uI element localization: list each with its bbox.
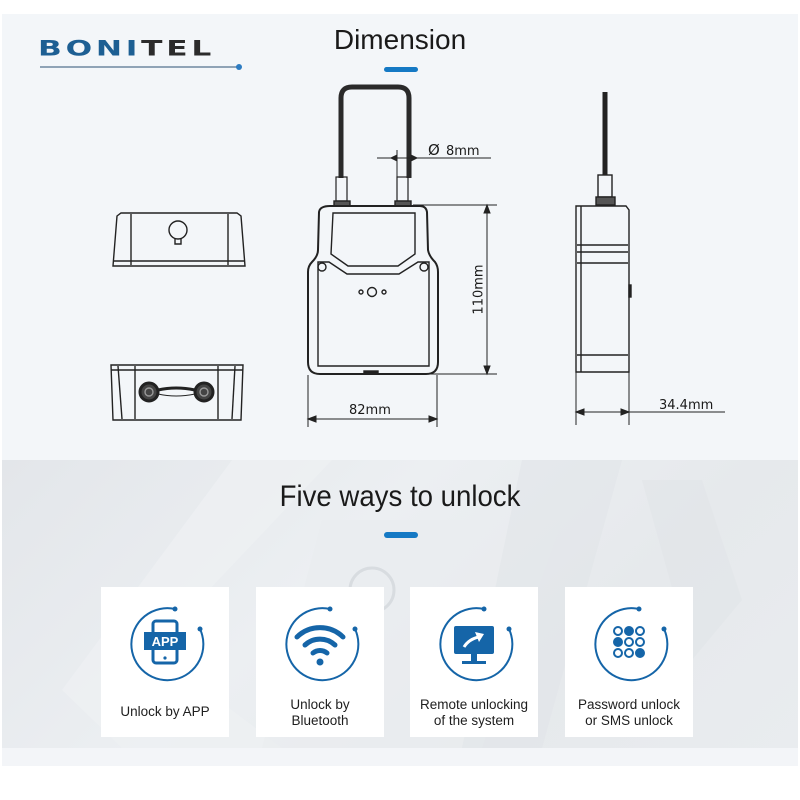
bottom-view bbox=[110, 364, 244, 421]
lock-technical-drawing bbox=[110, 84, 725, 427]
card-label-line2: or SMS unlock bbox=[585, 713, 673, 728]
width-label: 82mm bbox=[349, 403, 391, 418]
card-label-line1: Unlock by bbox=[290, 697, 350, 712]
card-label: Unlock by APP bbox=[120, 704, 210, 719]
brand-logo: BONITEL bbox=[38, 36, 244, 72]
logo-dot bbox=[236, 64, 242, 70]
unlock-card-app[interactable]: APP Unlock by APP bbox=[101, 587, 229, 737]
unlock-card-bluetooth[interactable]: Unlock by Bluetooth bbox=[256, 587, 384, 737]
card-label-line2: Bluetooth bbox=[291, 713, 349, 728]
unlock-card-password[interactable]: Password unlock or SMS unlock bbox=[565, 587, 693, 737]
cable-diameter-label: 8mm bbox=[446, 144, 480, 159]
remote-monitor-icon bbox=[439, 606, 514, 682]
wifi-signal-icon bbox=[285, 606, 360, 682]
bottom-strip bbox=[2, 748, 798, 766]
logo-underline bbox=[40, 66, 238, 68]
unlock-accent-bar bbox=[384, 532, 418, 538]
card-label-line2: of the system bbox=[433, 713, 515, 728]
title-accent-bar bbox=[384, 67, 418, 72]
dimension-lines bbox=[306, 150, 725, 427]
diameter-symbol: Ø bbox=[428, 141, 440, 159]
unlock-title: Five ways to unlock bbox=[279, 480, 521, 513]
front-view bbox=[307, 84, 439, 375]
card-label-line1: Password unlock bbox=[577, 697, 681, 712]
depth-label: 34.4mm bbox=[659, 398, 714, 413]
card-label-line1: Remote unlocking bbox=[419, 697, 529, 712]
dimension-title: Dimension bbox=[333, 24, 467, 55]
app-phone-icon: APP bbox=[130, 606, 205, 682]
top-view bbox=[112, 212, 246, 267]
svg-text:APP: APP bbox=[152, 634, 179, 649]
side-view bbox=[575, 92, 632, 373]
unlock-card-remote[interactable]: Remote unlocking of the system bbox=[410, 587, 538, 737]
logo-text-blue: BONI bbox=[38, 36, 142, 61]
height-label: 110mm bbox=[471, 264, 487, 315]
logo-text-dark: TEL bbox=[141, 36, 216, 61]
keypad-icon bbox=[594, 606, 669, 682]
